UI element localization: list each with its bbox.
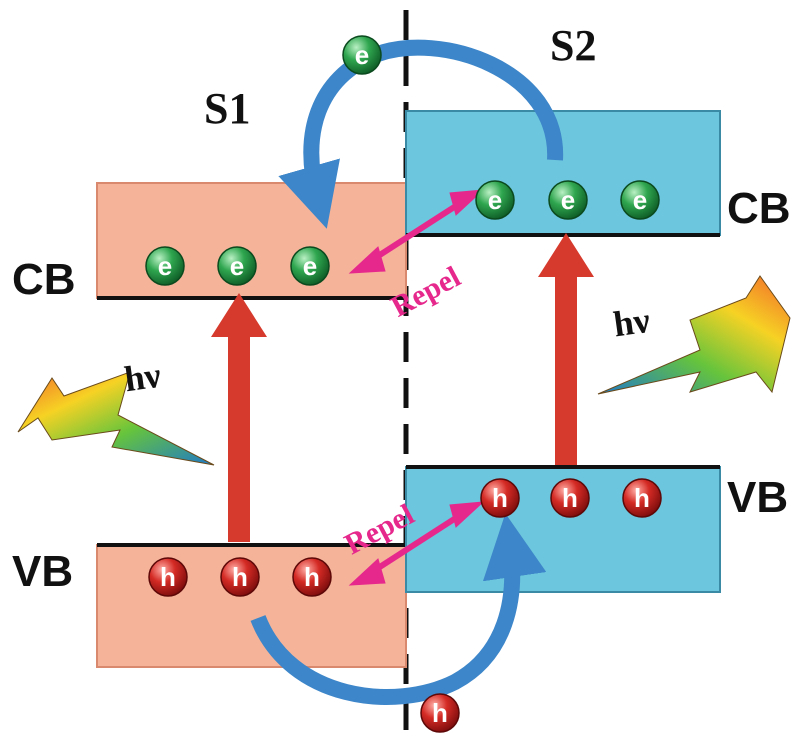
s1-light-label: hν (122, 355, 163, 400)
s2-electron: e (548, 180, 588, 220)
s1-excitation-arrow (211, 293, 267, 542)
s1-electron: e (290, 246, 330, 286)
svg-text:h: h (232, 562, 248, 592)
s2-hole: h (550, 478, 590, 518)
s1-valence-band (96, 543, 407, 668)
s1-hole: h (292, 557, 332, 597)
hole-transfer-arrow (250, 513, 547, 705)
svg-text:e: e (158, 251, 172, 281)
s2-cb-label: CB (727, 184, 791, 233)
s2-hole: h (480, 478, 520, 518)
s2-hole: h (622, 478, 662, 518)
repel-arrow-top (348, 189, 485, 274)
s1-electron: e (145, 246, 185, 286)
s1-cb-label: CB (12, 255, 76, 304)
light-bolt-left-icon (17, 371, 215, 466)
s2-vb-label: VB (727, 473, 788, 522)
s1-electron: e (217, 246, 257, 286)
svg-text:h: h (160, 562, 176, 592)
svg-text:h: h (634, 483, 650, 513)
svg-text:h: h (562, 483, 578, 513)
transferring-electron: e (342, 35, 382, 75)
svg-text:h: h (492, 483, 508, 513)
svg-text:e: e (230, 251, 244, 281)
s2-excitation-arrow (538, 233, 594, 465)
s1-conduction-band (96, 182, 407, 300)
s2-label: S2 (550, 21, 596, 70)
s1-hole: h (148, 557, 188, 597)
repel-arrow-bottom (348, 501, 485, 586)
s2-electron: e (475, 180, 515, 220)
svg-text:e: e (303, 251, 317, 281)
s1-label: S1 (204, 84, 250, 133)
svg-text:e: e (488, 185, 502, 215)
carriers: e e e e e e h h h h h h e h (145, 35, 662, 733)
svg-text:e: e (355, 40, 369, 70)
s2-light-label: hν (611, 300, 652, 345)
transferring-hole: h (420, 693, 460, 733)
svg-text:e: e (633, 185, 647, 215)
s1-hole: h (220, 557, 260, 597)
s2-electron: e (620, 180, 660, 220)
light-bolt-right-icon (597, 275, 791, 395)
s1-vb-label: VB (12, 547, 73, 596)
svg-text:h: h (304, 562, 320, 592)
svg-text:h: h (432, 698, 448, 728)
svg-text:e: e (561, 185, 575, 215)
